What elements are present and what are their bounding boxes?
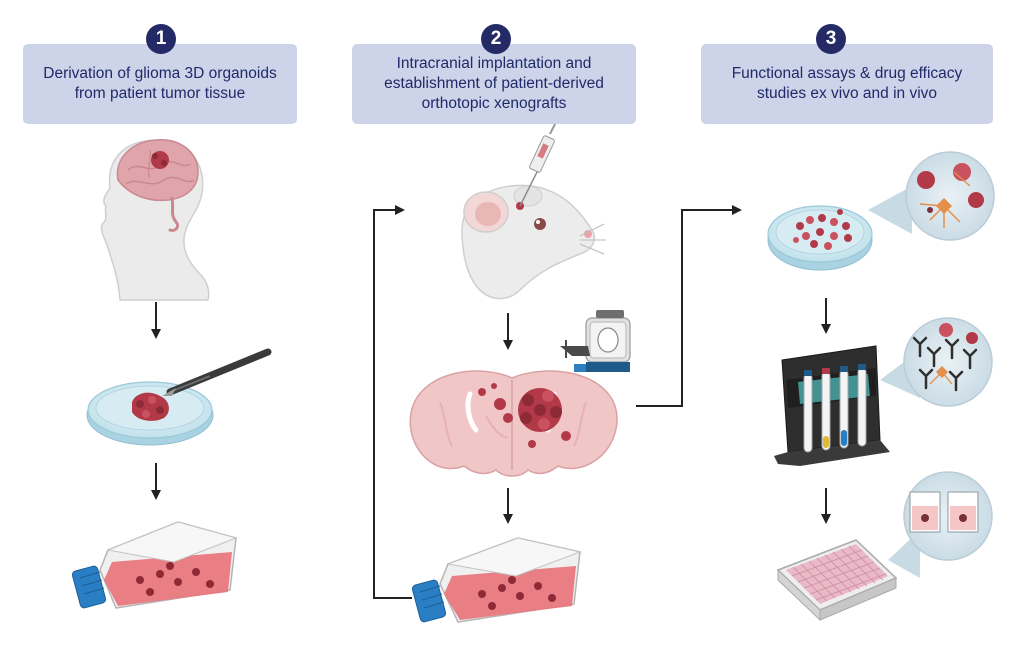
step-2-title: Intracranial implantation and establishm…: [384, 55, 604, 112]
well-plate-icon: [776, 539, 898, 622]
wells-magnification-icon: [888, 471, 993, 578]
antibody-magnification-icon: [880, 317, 993, 407]
loop-back-arrow: [373, 205, 412, 599]
step-1-badge: 1: [146, 24, 176, 54]
petri-dish-with-organoids-icon: [767, 205, 873, 271]
step-3-badge: 3: [816, 24, 846, 54]
stereotaxic-frame-icon: [560, 310, 631, 372]
test-tubes-in-rack-icon: [774, 345, 890, 466]
culture-flask-with-organoids-icon: [411, 537, 582, 623]
forward-arrow: [636, 205, 742, 407]
culture-flask-with-organoids-icon: [71, 521, 238, 609]
step-2-badge: 2: [481, 24, 511, 54]
cell-magnification-icon: [868, 151, 995, 241]
step-3-title-box: Functional assays & drug efficacy studie…: [701, 44, 993, 124]
step-2-title-box: Intracranial implantation and establishm…: [352, 44, 636, 124]
step-1-title: Derivation of glioma 3D organoids from p…: [43, 65, 277, 102]
petri-dish-with-tissue-and-scalpel-icon: [86, 348, 272, 446]
step-1-title-box: Derivation of glioma 3D organoids from p…: [23, 44, 297, 124]
brain-coronal-section-with-tumor-icon: [409, 370, 618, 477]
human-head-with-brain-tumor-icon: [100, 139, 210, 301]
step-3-title: Functional assays & drug efficacy studie…: [731, 65, 963, 102]
mouse-injection-icon: [461, 111, 606, 300]
